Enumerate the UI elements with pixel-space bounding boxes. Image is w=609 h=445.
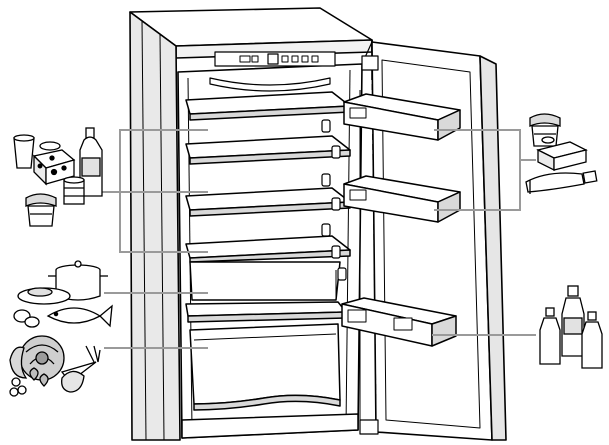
vegetables-group-icon — [9, 335, 101, 397]
door-rack-2 — [343, 175, 461, 223]
chiller-shelf — [185, 261, 347, 323]
grapes-icon — [9, 377, 27, 397]
meat-fish-group-icon — [13, 260, 113, 328]
shelf-2 — [185, 135, 351, 165]
pepper-icon — [61, 370, 85, 393]
juice-bottle-icon — [581, 311, 603, 369]
butter-group-icon — [525, 113, 598, 194]
yogurt-cup-icon — [13, 137, 35, 169]
door-rack-1 — [343, 93, 461, 141]
top-hinge — [361, 55, 379, 71]
shelves — [181, 91, 359, 439]
shelf-3 — [185, 187, 351, 217]
light-housing — [209, 77, 331, 92]
fridge-door — [359, 41, 507, 441]
tall-bottle-icon — [561, 285, 585, 357]
bottles-group-icon — [539, 285, 603, 369]
shelf-4 — [185, 235, 351, 263]
cabinet-left-side — [129, 11, 181, 441]
strawberry-icon — [29, 367, 39, 381]
cabbage-icon — [19, 335, 65, 381]
shelf-1 — [185, 91, 351, 121]
shelf-supports — [321, 119, 347, 281]
paste-tube-icon — [525, 170, 598, 194]
milk-bottle-icon — [539, 307, 561, 365]
bottom-hinge — [359, 419, 379, 435]
door-bottle-rack — [341, 297, 457, 347]
right-bracket — [434, 129, 521, 211]
door-racks — [341, 93, 461, 347]
food-can-icon — [63, 176, 85, 205]
jam-jar-icon — [25, 193, 57, 227]
vegetable-drawer — [189, 323, 341, 411]
butter-dish-icon — [536, 141, 588, 172]
door-edge — [479, 55, 507, 441]
dairy-group-icon — [13, 127, 103, 227]
lettuce-icon — [9, 346, 28, 379]
control-panel — [214, 51, 336, 67]
sauce-bottle-icon — [79, 127, 103, 197]
